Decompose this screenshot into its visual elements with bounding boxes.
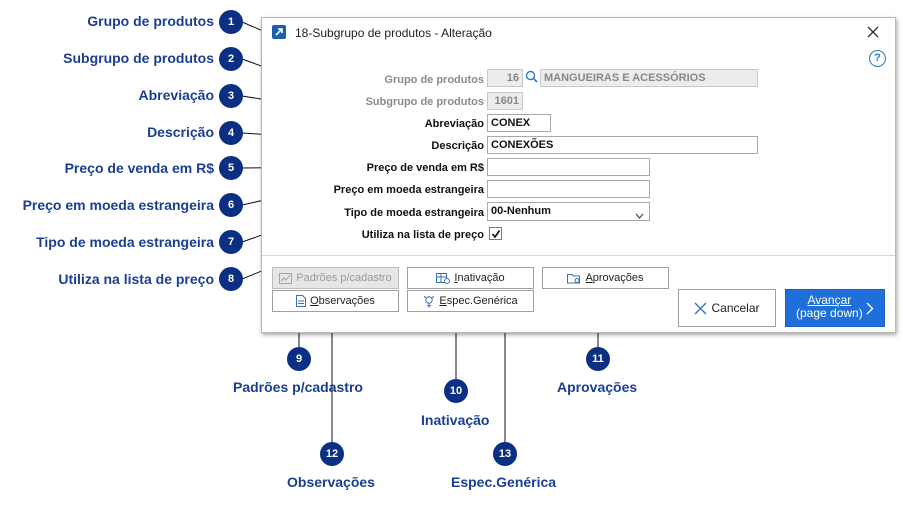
- divider: [262, 255, 895, 256]
- next-label-line1: Avançar: [807, 293, 852, 307]
- callout-label-13: Espec.Genérica: [451, 474, 557, 490]
- lista-preco-checkbox[interactable]: [489, 227, 502, 240]
- grupo-code-field[interactable]: 16: [487, 69, 523, 87]
- window-title: 18-Subgrupo de produtos - Alteração: [295, 26, 492, 40]
- abreviacao-label: Abreviação: [424, 118, 484, 130]
- chart-icon: [279, 272, 293, 284]
- tipo-moeda-select[interactable]: 00-Nenhum: [487, 202, 650, 221]
- preco-venda-input[interactable]: [487, 158, 650, 176]
- cancel-label: Cancelar: [711, 301, 760, 315]
- callout-label-5: Preço de venda em R$: [64, 160, 214, 176]
- next-label: Avançar (page down): [796, 294, 863, 320]
- observacoes-button[interactable]: Observações: [272, 290, 399, 312]
- espec-generica-label: Espec.Genérica: [439, 295, 518, 307]
- callout-badge-1: 1: [220, 11, 242, 33]
- callout-badge-6: 6: [220, 194, 242, 216]
- callout-badge-3: 3: [220, 85, 242, 107]
- observacoes-label: Observações: [310, 295, 375, 307]
- callout-badge-2: 2: [220, 48, 242, 70]
- grupo-label: Grupo de produtos: [384, 74, 484, 86]
- aprovacoes-button[interactable]: Aprovações: [542, 267, 669, 289]
- cancel-button[interactable]: Cancelar: [678, 289, 776, 327]
- inativacao-button[interactable]: Inativação: [407, 267, 534, 289]
- callout-label-11: Aprovações: [557, 379, 638, 395]
- padroes-cadastro-button[interactable]: Padrões p/cadastro: [272, 267, 399, 289]
- callout-badge-9: 9: [288, 348, 310, 370]
- abreviacao-input[interactable]: CONEX: [487, 114, 551, 132]
- next-label-line2: (page down): [796, 306, 863, 320]
- aprovacoes-label: Aprovações: [585, 272, 644, 284]
- callout-badge-13: 13: [494, 443, 516, 465]
- preco-moeda-label: Preço em moeda estrangeira: [333, 184, 484, 196]
- callout-label-2: Subgrupo de produtos: [63, 50, 214, 66]
- tipo-moeda-label: Tipo de moeda estrangeira: [344, 207, 484, 219]
- callout-badge-7: 7: [220, 231, 242, 253]
- callout-badge-4: 4: [220, 122, 242, 144]
- subgrupo-label: Subgrupo de produtos: [365, 96, 484, 108]
- callout-badge-12: 12: [321, 443, 343, 465]
- callout-label-7: Tipo de moeda estrangeira: [36, 234, 214, 250]
- close-icon[interactable]: [863, 22, 883, 42]
- gender-symbol-icon: [424, 295, 435, 307]
- close-icon: [694, 302, 707, 314]
- callout-label-6: Preço em moeda estrangeira: [22, 197, 214, 213]
- callout-badge-5: 5: [220, 157, 242, 179]
- app-icon: [272, 25, 286, 39]
- callout-badge-11: 11: [587, 348, 609, 370]
- callout-badge-8: 8: [220, 268, 242, 290]
- help-icon[interactable]: ?: [869, 50, 886, 67]
- folder-icon: [567, 273, 581, 283]
- callout-label-10: Inativação: [421, 412, 490, 428]
- chevron-down-icon: [635, 208, 644, 220]
- grupo-name-field: MANGUEIRAS E ACESSÓRIOS: [540, 69, 758, 87]
- title-bar: 18-Subgrupo de produtos - Alteração: [262, 18, 895, 47]
- search-icon[interactable]: [525, 70, 538, 88]
- dialog-window: 18-Subgrupo de produtos - Alteração ? Gr…: [261, 17, 896, 333]
- padroes-label: Padrões p/cadastro: [296, 272, 392, 284]
- next-button[interactable]: Avançar (page down): [785, 289, 885, 327]
- callout-label-3: Abreviação: [138, 87, 214, 103]
- callout-label-4: Descrição: [147, 124, 214, 140]
- callout-label-1: Grupo de produtos: [87, 13, 214, 29]
- inativacao-label: Inativação: [454, 272, 505, 284]
- subgrupo-code-field: 1601: [487, 92, 523, 110]
- table-icon: [436, 272, 451, 284]
- callout-label-9: Padrões p/cadastro: [233, 379, 363, 395]
- espec-generica-button[interactable]: Espec.Genérica: [407, 290, 534, 312]
- callout-badge-10: 10: [445, 380, 467, 402]
- preco-moeda-input[interactable]: [487, 180, 650, 198]
- preco-venda-label: Preço de venda em R$: [366, 162, 484, 174]
- descricao-input[interactable]: CONEXÕES: [487, 136, 758, 154]
- lista-preco-label: Utiliza na lista de preço: [361, 229, 484, 241]
- tipo-moeda-value: 00-Nenhum: [491, 205, 551, 217]
- document-icon: [296, 295, 307, 307]
- descricao-label: Descrição: [431, 140, 484, 152]
- chevron-right-icon: [866, 302, 874, 318]
- callout-label-12: Observações: [287, 474, 375, 490]
- callout-label-8: Utiliza na lista de preço: [58, 271, 214, 287]
